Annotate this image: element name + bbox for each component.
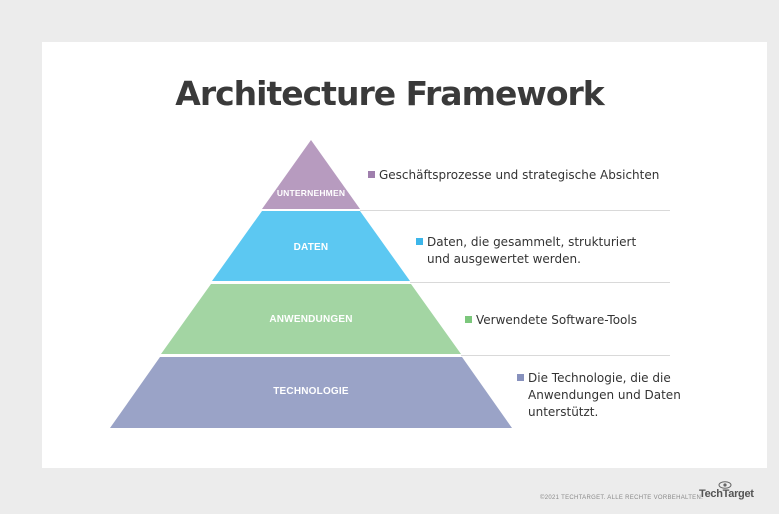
bullet-square-icon [368, 171, 375, 178]
layer-label-technologie: TECHNOLOGIE [273, 386, 349, 397]
layer-unternehmen-shape [262, 140, 360, 209]
copyright-footer: ©2021 TECHTARGET. ALLE RECHTE VORBEHALTE… [540, 495, 704, 501]
layer-label-unternehmen: UNTERNEHMEN [276, 188, 346, 198]
bullet-square-icon [517, 374, 524, 381]
techtarget-logo: TechTarget [699, 488, 754, 500]
divider-2 [410, 282, 670, 283]
diagram-title: Architecture Framework [175, 74, 604, 113]
bullet-square-icon [416, 238, 423, 245]
layer-label-daten: DATEN [293, 242, 329, 253]
layer-description-daten: Daten, die gesammelt, strukturiert und a… [416, 234, 636, 268]
divider-1 [360, 210, 670, 211]
layer-daten-shape [212, 211, 410, 281]
techtarget-eye-icon [718, 481, 732, 489]
layer-technologie-shape [110, 357, 512, 428]
layer-label-anwendungen: ANWENDUNGEN [269, 314, 353, 325]
bullet-square-icon [465, 316, 472, 323]
layer-anwendungen-shape [161, 284, 461, 354]
divider-3 [461, 355, 670, 356]
layer-description-unternehmen: Geschäftsprozesse und strategische Absic… [368, 167, 659, 184]
layer-description-technologie: Die Technologie, die die Anwendungen und… [517, 370, 681, 421]
layer-description-anwendungen: Verwendete Software-Tools [465, 312, 637, 329]
